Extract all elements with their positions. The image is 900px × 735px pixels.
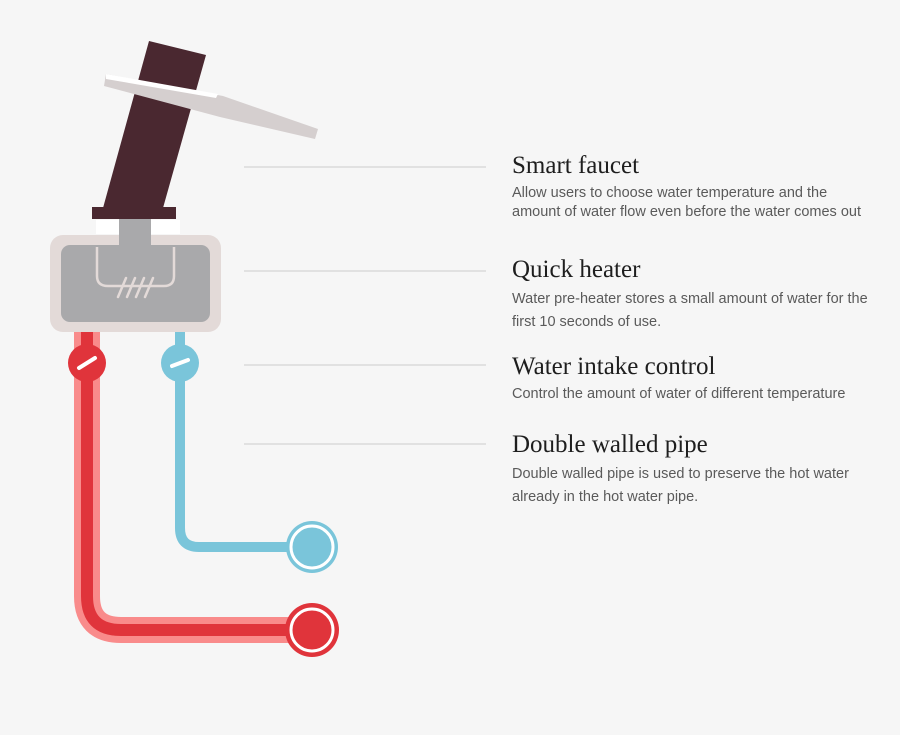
callout-title: Smart faucet (512, 152, 640, 179)
quick-heater (50, 235, 221, 332)
callout-description: Control the amount of water of different… (512, 386, 846, 402)
hot-pipe-inner (81, 330, 300, 636)
hot-water-pipe (74, 330, 300, 643)
faucet-base (92, 207, 176, 219)
cold-intake-valve (161, 344, 199, 382)
callout-quick-heater: Quick heater Water pre-heater stores a s… (512, 255, 872, 334)
faucet-handle-highlight (106, 74, 218, 98)
faucet-neck (119, 218, 151, 258)
callout-smart-faucet: Smart faucet Allow users to choose water… (512, 151, 872, 222)
faucet-handle-lever (104, 74, 318, 139)
callout-title: Double walled pipe (512, 431, 708, 458)
callout-description: Allow users to choose water temperature … (512, 185, 861, 220)
leader-lines (244, 166, 486, 445)
callout-title: Water intake control (512, 353, 716, 380)
callout-water-intake-control: Water intake control Control the amount … (512, 352, 872, 404)
cold-water-pipe (175, 330, 290, 552)
hot-outlet (285, 603, 339, 657)
callout-description: Water pre-heater stores a small amount o… (512, 291, 868, 330)
hot-intake-valve (68, 344, 106, 382)
heater-coil-icon (116, 276, 155, 299)
callout-description: Double walled pipe is used to preserve t… (512, 466, 849, 505)
cold-pipe-line (175, 330, 290, 552)
faucet-spout (103, 41, 206, 208)
heater-coil-loop (95, 247, 176, 288)
callout-title: Quick heater (512, 256, 641, 283)
smart-faucet (92, 41, 318, 258)
callout-double-walled-pipe: Double walled pipe Double walled pipe is… (512, 430, 872, 509)
cold-outlet (286, 521, 338, 573)
